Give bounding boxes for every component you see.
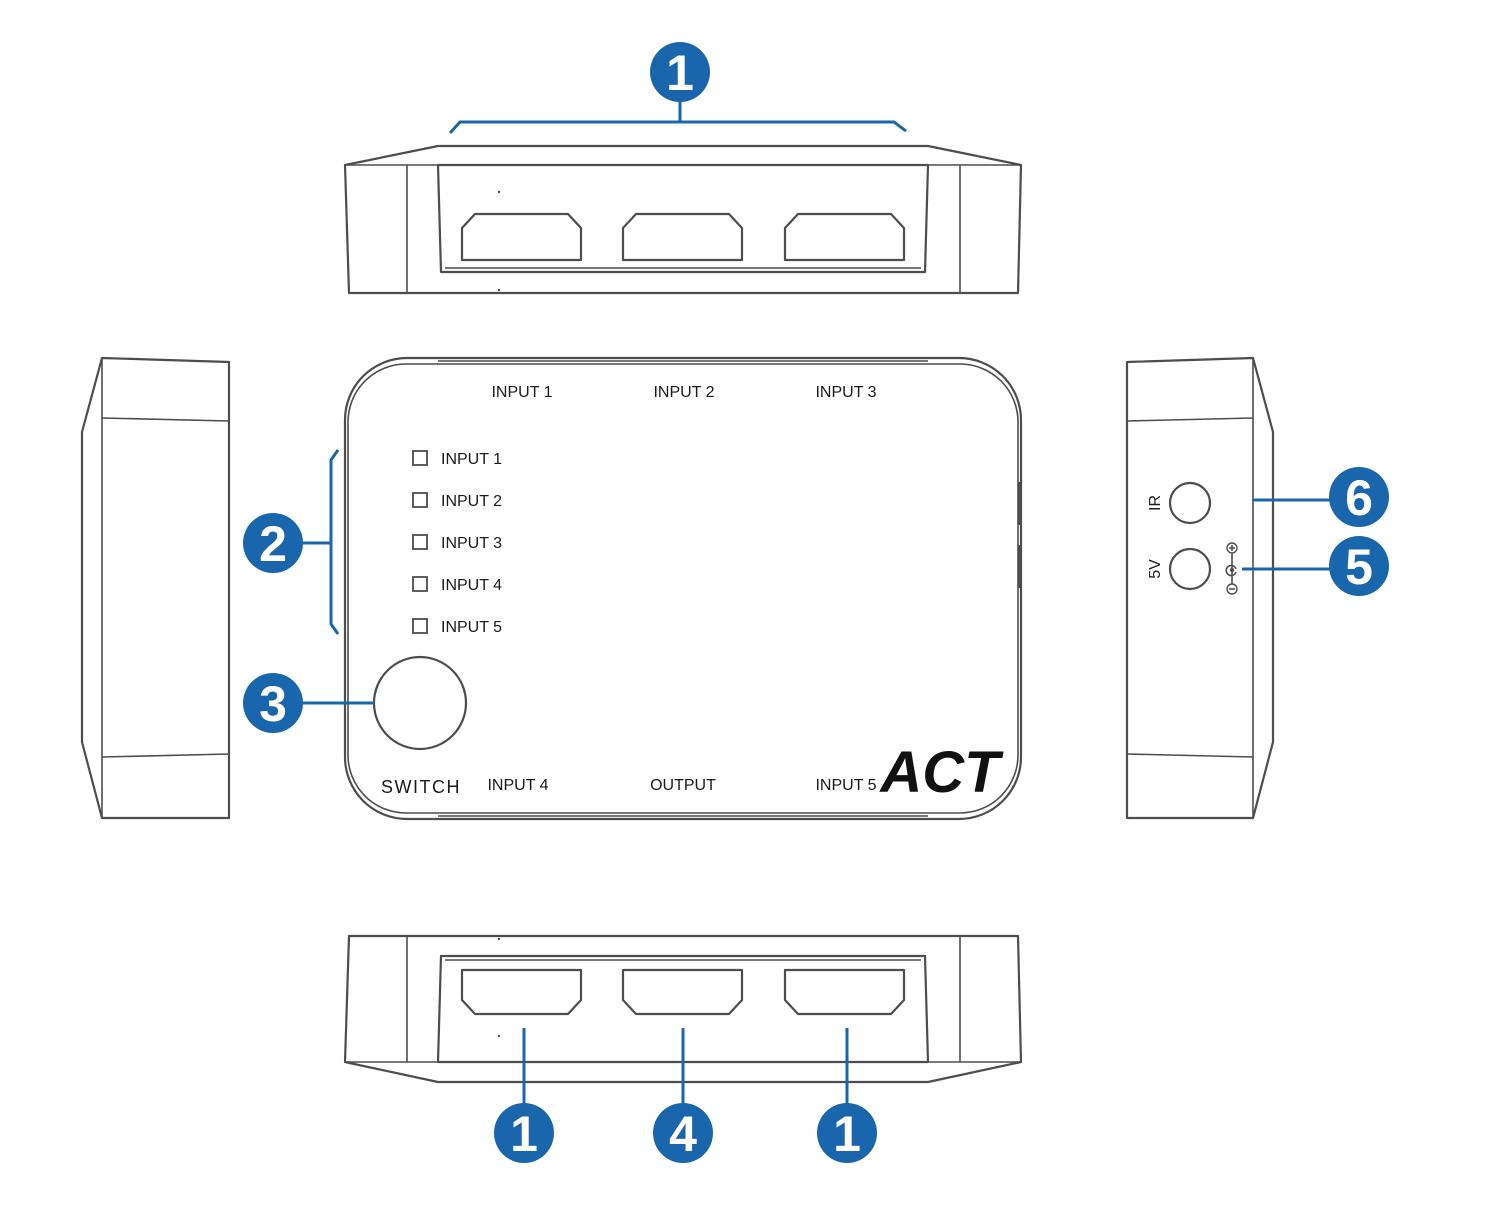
led-input-2 (412, 492, 428, 508)
hdmi-port-input-1 (460, 212, 583, 262)
top-port-view: 1 (343, 42, 1023, 295)
svg-text:5: 5 (1345, 539, 1373, 595)
ir-label: IR (1147, 495, 1164, 511)
hdmi-port-input-3 (783, 212, 906, 262)
callout-badge-1-top: 1 (650, 42, 710, 102)
act-logo: ACT (878, 740, 1004, 805)
led-indicator-list: INPUT 1 INPUT 2 INPUT 3 INPUT 4 INPUT 5 (412, 450, 502, 636)
led-input-1 (412, 450, 428, 466)
dc-polarity-icon (1225, 542, 1238, 595)
front-label-input-1: INPUT 1 (491, 384, 552, 401)
callout-badge-2: 2 (243, 513, 303, 573)
callout-badge-4: 4 (653, 1103, 713, 1163)
svg-text:1: 1 (666, 45, 694, 101)
front-label-input-3: INPUT 3 (815, 384, 876, 401)
switch-button[interactable] (372, 655, 468, 751)
left-side-view (80, 356, 231, 820)
led-label-input-3: INPUT 3 (441, 535, 502, 552)
right-side-view: IR 5V 6 5 (1125, 356, 1389, 820)
callout-badge-1-bottom-right: 1 (817, 1103, 877, 1163)
led-input-3 (412, 534, 428, 550)
hdmi-port-input-2 (621, 212, 744, 262)
hdmi-port-input-5 (783, 968, 906, 1016)
power-jack[interactable] (1168, 547, 1212, 591)
bottom-port-view: 1 4 1 (343, 934, 1023, 1163)
front-label-input-2: INPUT 2 (653, 384, 714, 401)
led-label-input-2: INPUT 2 (441, 493, 502, 510)
power-label: 5V (1147, 559, 1164, 579)
svg-text:2: 2 (259, 516, 287, 572)
callout-badge-1-bottom-left: 1 (494, 1103, 554, 1163)
hdmi-port-output (621, 968, 744, 1016)
callout-badge-6: 6 (1329, 467, 1389, 527)
svg-text:1: 1 (510, 1106, 538, 1162)
svg-text:1: 1 (833, 1106, 861, 1162)
left-callouts: 2 3 (243, 449, 374, 733)
led-label-input-4: INPUT 4 (441, 577, 502, 594)
front-label-input-4: INPUT 4 (487, 777, 548, 794)
front-panel: INPUT 1 INPUT 2 INPUT 3 INPUT 1 INPUT 2 … (343, 356, 1023, 821)
led-input-4 (412, 576, 428, 592)
ir-receiver (1168, 481, 1212, 525)
led-label-input-5: INPUT 5 (441, 619, 502, 636)
led-label-input-1: INPUT 1 (441, 451, 502, 468)
switch-label: SWITCH (381, 777, 461, 797)
front-label-output: OUTPUT (650, 777, 716, 794)
callout-badge-3: 3 (243, 673, 303, 733)
front-label-input-5: INPUT 5 (815, 777, 876, 794)
callout-badge-5: 5 (1329, 536, 1389, 596)
svg-text:4: 4 (669, 1106, 697, 1162)
hdmi-port-input-4 (460, 968, 583, 1016)
svg-text:3: 3 (259, 676, 287, 732)
svg-text:6: 6 (1345, 470, 1373, 526)
led-input-5 (412, 618, 428, 634)
